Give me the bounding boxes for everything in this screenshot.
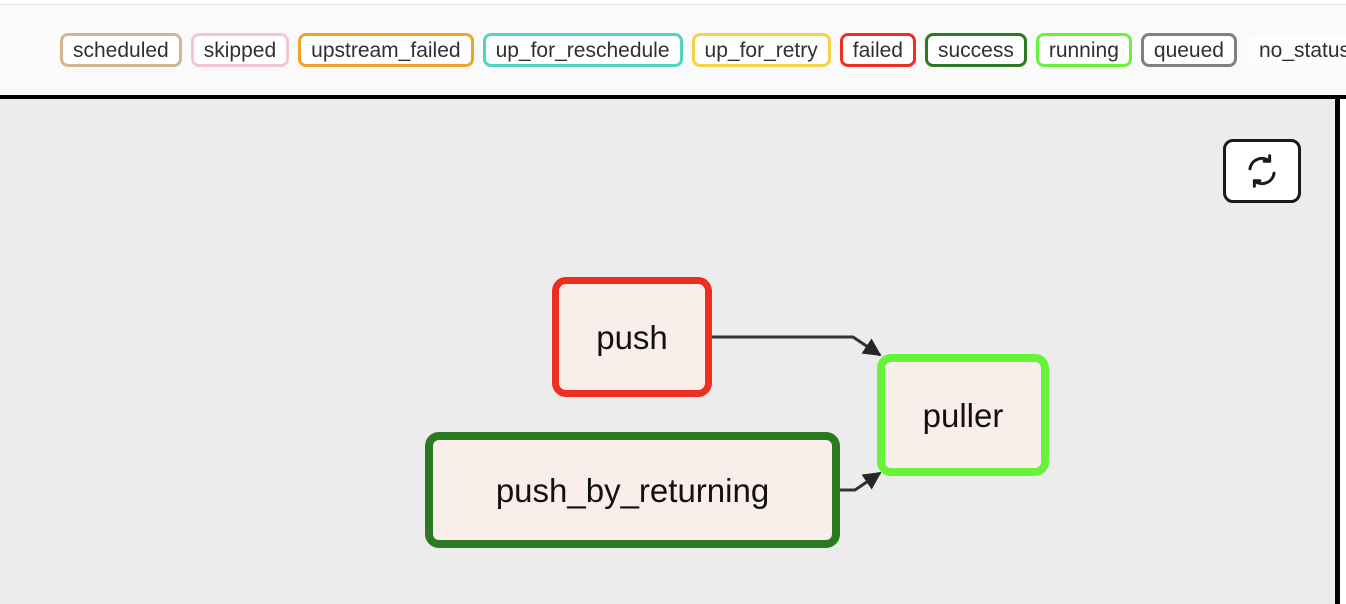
edge-push-to-puller <box>712 335 882 357</box>
top-divider <box>0 4 1346 5</box>
legend-chip-skipped[interactable]: skipped <box>190 33 290 67</box>
legend-chip-failed[interactable]: failed <box>839 33 916 67</box>
refresh-button[interactable] <box>1223 139 1301 203</box>
edge-push-by-returning-to-puller <box>840 471 882 492</box>
legend-chip-scheduled[interactable]: scheduled <box>60 33 182 67</box>
legend-chip-up-for-reschedule[interactable]: up_for_reschedule <box>482 33 683 67</box>
legend-chip-success[interactable]: success <box>924 33 1027 67</box>
legend-chip-no-status[interactable]: no_status <box>1245 33 1346 67</box>
dag-node-label: push_by_returning <box>495 471 770 509</box>
legend-chip-queued[interactable]: queued <box>1140 33 1237 67</box>
legend-chip-running[interactable]: running <box>1035 33 1132 67</box>
refresh-icon <box>1245 154 1279 188</box>
legend-chip-upstream-failed[interactable]: upstream_failed <box>298 33 474 67</box>
legend-chip-up-for-retry[interactable]: up_for_retry <box>691 33 831 67</box>
dag-node-label: push <box>596 318 668 356</box>
dag-node-push-by-returning[interactable]: push_by_returning <box>425 432 840 548</box>
dag-node-label: puller <box>922 396 1004 434</box>
dag-node-push[interactable]: push <box>552 277 712 397</box>
dag-graph-canvas[interactable]: push puller push_by_returning <box>0 99 1340 604</box>
dag-node-puller[interactable]: puller <box>877 354 1049 476</box>
